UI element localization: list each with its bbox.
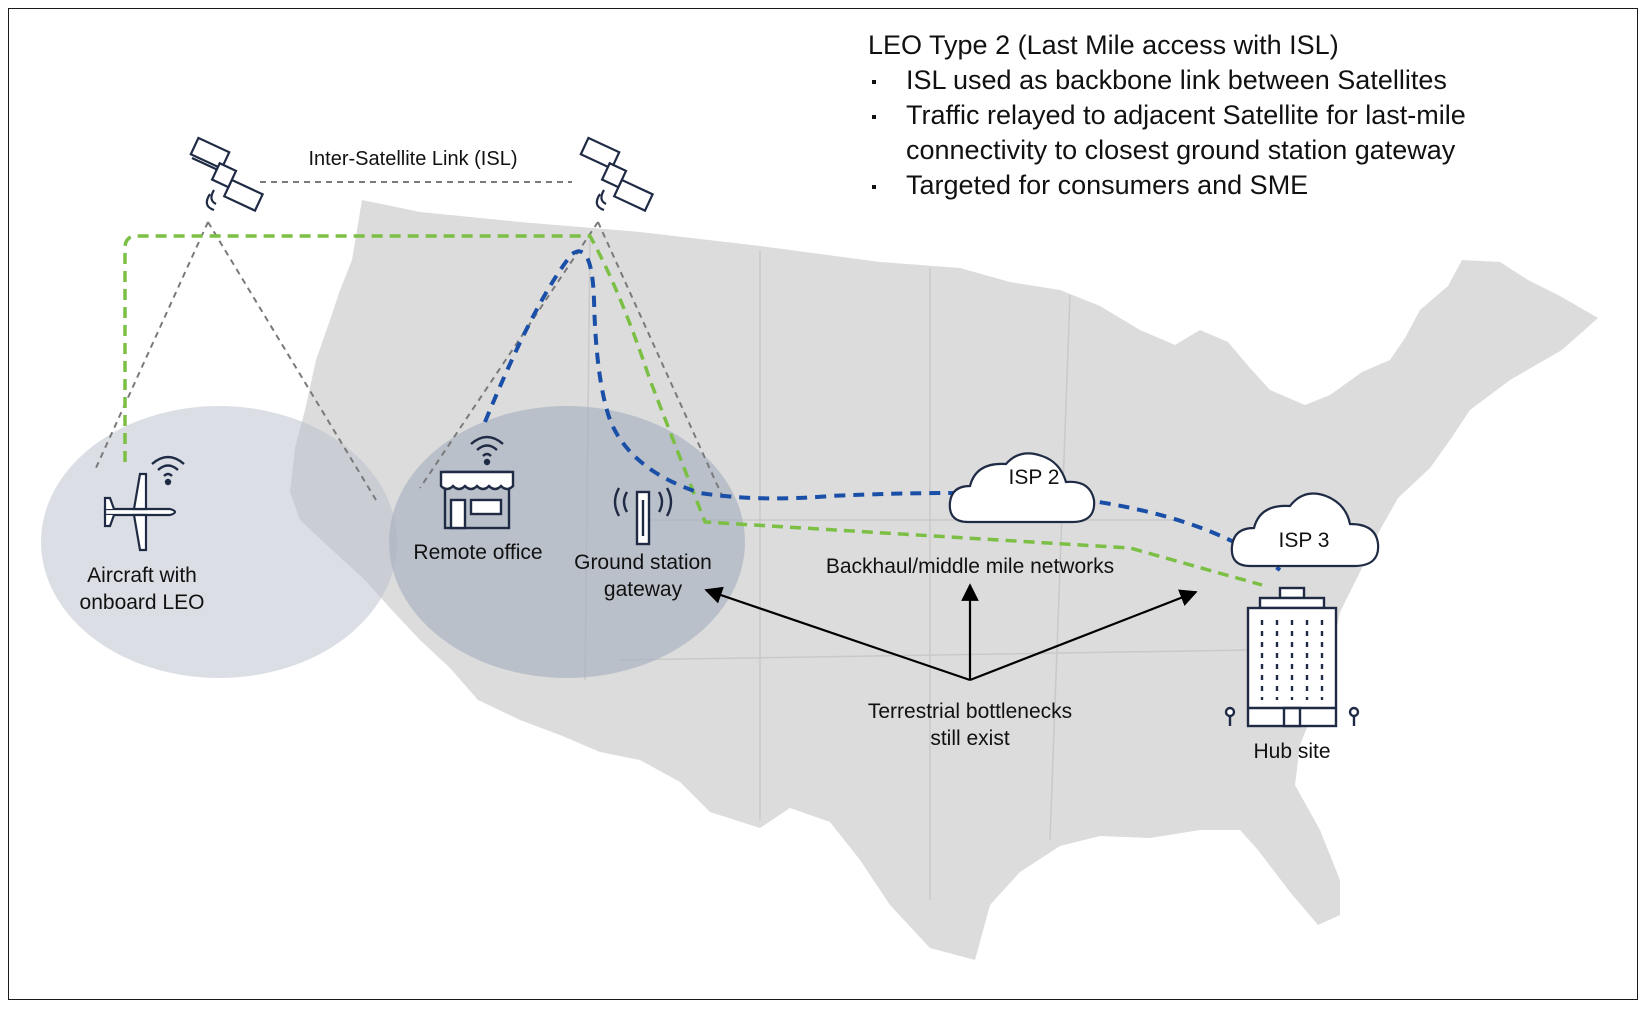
- isp2-label: ISP 2: [1009, 466, 1060, 489]
- storefront-icon: [439, 470, 515, 530]
- backhaul-label: Backhaul/middle mile networks: [826, 555, 1114, 578]
- coverage-area-left: [41, 406, 397, 678]
- isp3-label: ISP 3: [1279, 529, 1330, 552]
- wifi-icon: [470, 435, 504, 466]
- wifi-icon: [151, 455, 185, 486]
- bottleneck-arrows: [704, 583, 1198, 682]
- us-map: [290, 200, 1598, 960]
- isl-label: Inter-Satellite Link (ISL): [309, 148, 518, 170]
- cloud-icon: [948, 452, 1096, 524]
- bullet-item: Targeted for consumers and SME: [868, 168, 1608, 203]
- bullet-item: Traffic relayed to adjacent Satellite fo…: [868, 98, 1608, 168]
- remote-office-label: Remote office: [413, 541, 542, 564]
- airplane-icon: [103, 472, 177, 552]
- bottleneck-label-line2: still exist: [930, 727, 1010, 750]
- aircraft-label-line1: Aircraft with: [87, 564, 197, 587]
- building-icon: [1224, 586, 1360, 728]
- antenna-tower-icon: [613, 487, 673, 546]
- gateway-label-line2: gateway: [604, 578, 683, 601]
- hub-site-label: Hub site: [1253, 740, 1330, 763]
- bottleneck-label-line1: Terrestrial bottlenecks: [868, 700, 1072, 723]
- diagram-frame: [8, 8, 1638, 1000]
- bullet-item: ISL used as backbone link between Satell…: [868, 63, 1608, 98]
- diagram-title: LEO Type 2 (Last Mile access with ISL): [868, 30, 1339, 60]
- gateway-label-line1: Ground station: [574, 551, 712, 574]
- cloud-icon: [1230, 492, 1380, 568]
- satellite-icon: [189, 136, 265, 213]
- bullet-list: ISL used as backbone link between Satell…: [868, 63, 1608, 203]
- aircraft-label-line2: onboard LEO: [80, 591, 205, 614]
- beam-lines: [94, 221, 725, 501]
- satellite-icon: [579, 136, 655, 213]
- green-path: [123, 234, 1263, 587]
